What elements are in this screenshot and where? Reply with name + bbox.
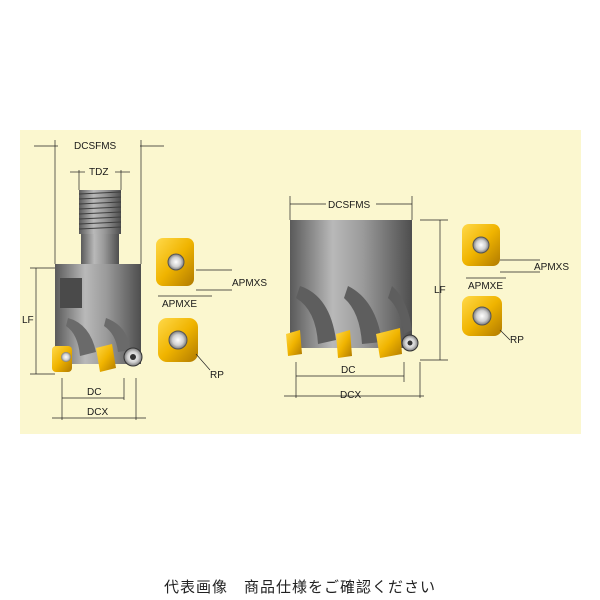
left-dc-label: DC — [87, 387, 101, 398]
right-rp-label: RP — [510, 335, 524, 346]
left-dcsfms-label: DCSFMS — [74, 141, 117, 152]
right-lf-label: LF — [434, 285, 446, 296]
left-threaded-shank — [78, 190, 122, 264]
right-tool-body — [290, 220, 412, 348]
right-tool-inserts — [286, 328, 419, 358]
left-rp-label: RP — [210, 370, 224, 381]
left-tool-inserts — [52, 344, 143, 372]
right-dimension-lines — [284, 196, 448, 398]
right-apmxe-label: APMXE — [468, 281, 503, 292]
left-tool: DCSFMS TDZ LF DC DCX — [22, 140, 164, 420]
left-apmxe-label: APMXE — [162, 299, 197, 310]
left-dcx-label: DCX — [87, 407, 108, 418]
left-apmxs-label: APMXS — [232, 278, 267, 289]
left-tdz-label: TDZ — [89, 167, 108, 178]
right-tool: DCSFMS LF DC DCX — [284, 196, 448, 401]
representative-image-caption: 代表画像 商品仕様をご確認ください — [163, 578, 436, 596]
left-dimension-lines — [30, 140, 164, 420]
right-insert-details: APMXS APMXE RP — [462, 224, 569, 346]
left-lf-label: LF — [22, 315, 34, 326]
right-dc-label: DC — [341, 365, 355, 376]
right-dcsfms-label: DCSFMS — [328, 200, 371, 211]
left-insert-details: APMXS APMXE RP — [156, 238, 267, 381]
right-dcx-label: DCX — [340, 390, 361, 401]
right-apmxs-label: APMXS — [534, 262, 569, 273]
